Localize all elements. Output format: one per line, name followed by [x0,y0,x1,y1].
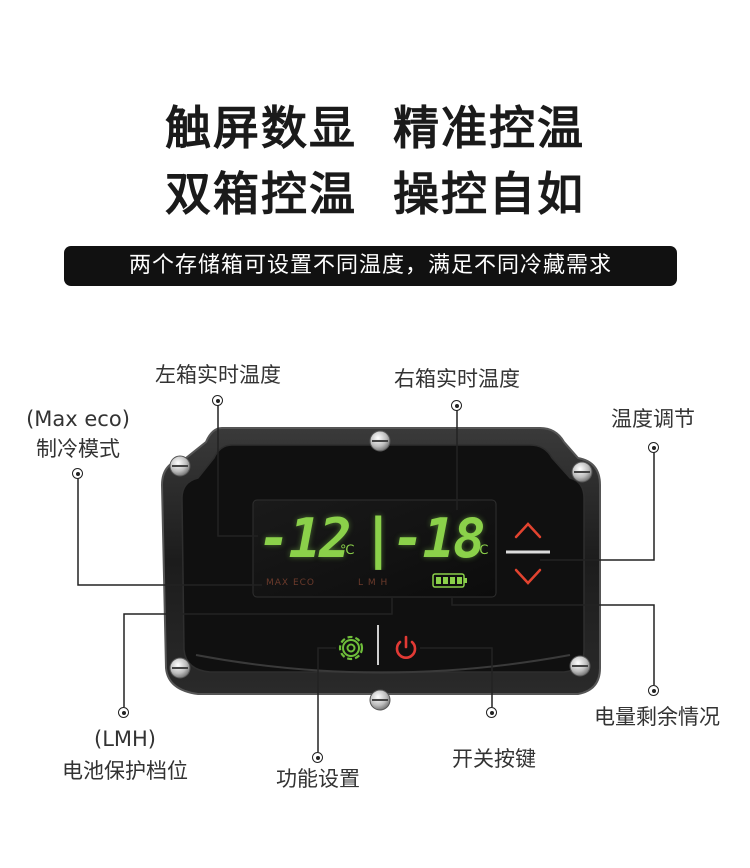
battery-icon [432,573,467,588]
left-temperature-unit: ℃ [340,543,355,558]
function-settings-label: 功能设置 [276,767,360,791]
callout-dot [118,707,129,718]
display-window [252,499,497,598]
battery-protection-label-line-2: 电池保护档位 [62,759,188,783]
feature-banner: 两个存储箱可设置不同温度，满足不同冷藏需求 [64,246,677,286]
battery-protection-label-line-1: (LMH) [94,727,156,751]
right-temperature-label: 右箱实时温度 [394,367,520,391]
callout-dot [648,685,659,696]
mode-label-line-2: 制冷模式 [36,437,120,461]
power-button-label: 开关按键 [452,747,536,771]
gear-icon [338,635,364,661]
left-temperature-value: -12 [258,507,352,570]
mode-indicator: MAX ECO [266,578,316,588]
mode-label-line-1: (Max eco) [26,407,130,431]
lmh-indicator: L M H [358,578,389,588]
chevron-up-icon [514,522,542,539]
power-icon [395,635,417,659]
screw-icon [169,430,593,711]
headline-line-1: 触屏数显 精准控温 [164,101,586,155]
callout-dot [648,442,659,453]
callout-lines [77,405,655,752]
chevron-down-icon [514,568,542,585]
callout-dot [72,468,83,479]
left-temperature-label: 左箱实时温度 [155,363,281,387]
headline-line-2: 双箱控温 操控自如 [164,167,586,221]
callout-dot [451,400,462,411]
battery-remaining-label: 电量剩余情况 [594,705,720,729]
right-temperature-value: -18 [392,507,486,570]
callout-dot [486,707,497,718]
display-separator: | [362,507,386,570]
temp-adjust-label: 温度调节 [611,407,695,431]
callout-dot [212,395,223,406]
right-temperature-unit: ℃ [474,543,489,558]
callout-dot [312,752,323,763]
